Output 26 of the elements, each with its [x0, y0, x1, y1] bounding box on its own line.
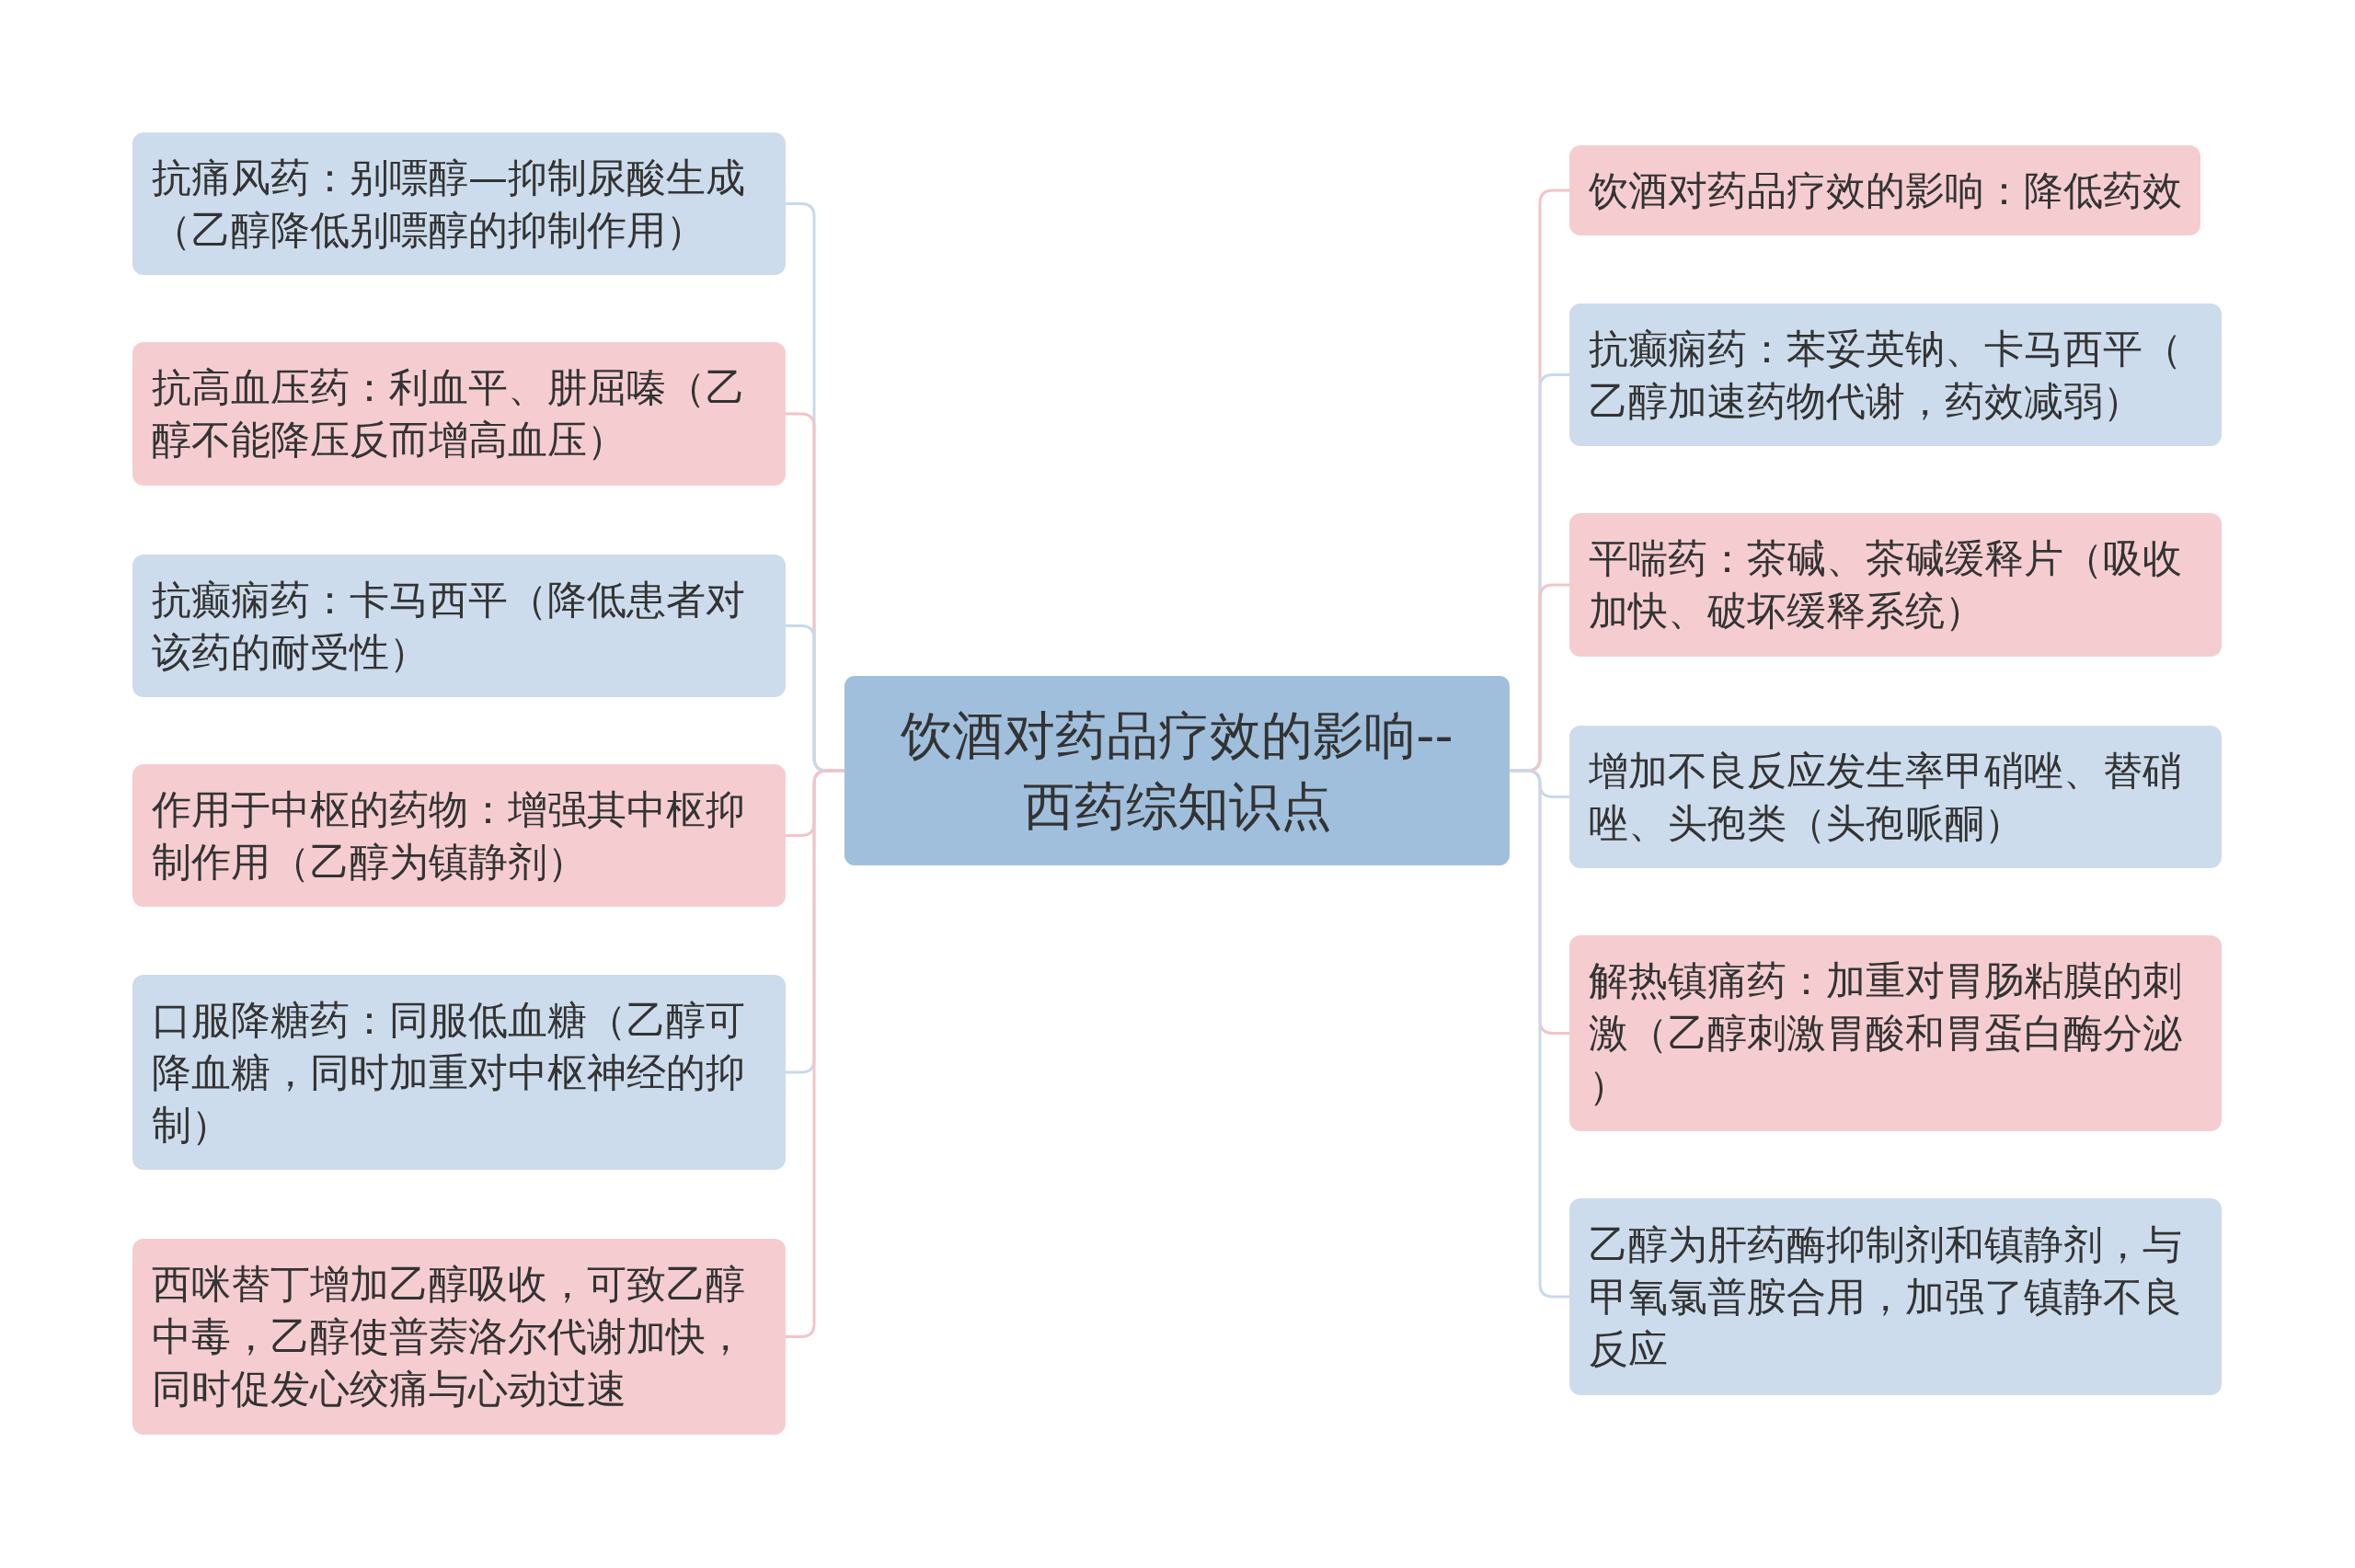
central-topic-box: [844, 676, 1510, 865]
topic-text: 平喘药：茶碱、茶碱缓释片（吸收加快、破坏缓释系统）: [1589, 534, 2183, 635]
topic-text: 西咪替丁增加乙醇吸收，可致乙醇中毒，乙醇使普萘洛尔代谢加快，同时促发心绞痛与心动过速: [152, 1260, 746, 1413]
topic-text: 饮酒对药品疗效的影响：降低药效: [1589, 166, 2183, 215]
topic-box: [1569, 303, 2222, 446]
topic-box: [1569, 145, 2200, 235]
topic-box: [1569, 935, 2222, 1131]
topic-box: [1569, 1198, 2222, 1395]
topic-text: 作用于中枢的药物：增强其中枢抑制作用（乙醇为镇静剂）: [152, 784, 746, 887]
topic-box: [132, 1239, 786, 1435]
topic-box: [1569, 513, 2222, 657]
topic-text: 增加不良反应发生率甲硝唑、替硝唑、头孢类（头孢哌酮）: [1589, 746, 2183, 848]
topic-text: 抗癫痫药：苯妥英钠、卡马西平（乙醇加速药物代谢，药效减弱）: [1589, 324, 2183, 426]
topic-text: 抗痛风药：别嘌醇—抑制尿酸生成（乙醇降低别嘌醇的抑制作用）: [152, 153, 746, 255]
topic-text: 抗高血压药：利血平、肼屈嗪（乙醇不能降压反而增高血压）: [152, 363, 746, 464]
topic-text: 抗癫痫药：卡马西平（降低患者对该药的耐受性）: [152, 575, 746, 677]
topic-box: [132, 555, 786, 697]
topic-box: [132, 764, 786, 907]
topic-text: 口服降糖药：同服低血糖（乙醇可降血糖，同时加重对中枢神经的抑制）: [152, 995, 746, 1150]
topic-text: 乙醇为肝药酶抑制剂和镇静剂，与甲氧氯普胺合用，加强了镇静不良反应: [1589, 1219, 2183, 1374]
central-topic-text: 饮酒对药品疗效的影响--西药综知识点: [900, 704, 1454, 838]
topic-box: [1569, 726, 2222, 868]
topic-box: [132, 132, 786, 275]
topic-box: [132, 975, 786, 1170]
topic-box: [132, 342, 786, 486]
topic-text: 解热镇痛药：加重对胃肠粘膜的刺激（乙醇刺激胃酸和胃蛋白酶分泌）: [1589, 956, 2183, 1110]
